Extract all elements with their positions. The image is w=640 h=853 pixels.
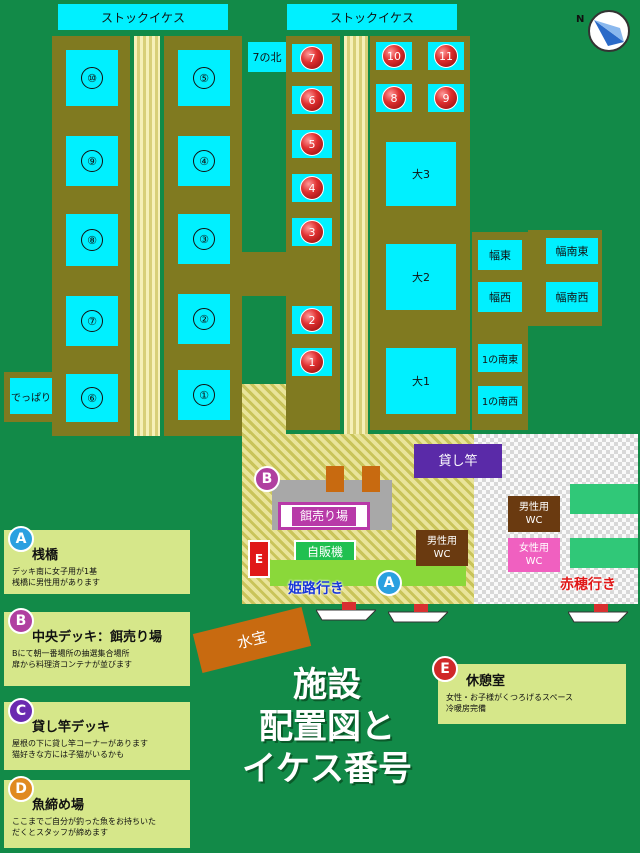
pen-3: ③ — [178, 214, 230, 264]
male-wc: 男性用 WC — [508, 496, 560, 532]
boat-icon — [568, 604, 628, 623]
pen-2: ② — [178, 294, 230, 344]
legend-badge-d: D — [8, 776, 34, 802]
container-2 — [362, 466, 380, 492]
pen-1-nansei: 1の南西 — [478, 386, 522, 414]
pen-7-north: 7の北 — [248, 42, 286, 72]
pen-mid-5: 5 — [292, 130, 332, 158]
pen-right-8: 8 — [376, 84, 412, 112]
walkway-striped-left — [134, 36, 160, 436]
pen-mid-3: 3 — [292, 218, 332, 246]
pen-dai-1: 大1 — [386, 348, 456, 414]
title-line-3: イケス番号 — [242, 749, 412, 789]
legend-badge-b: B — [8, 608, 34, 634]
legend-badge-c: C — [8, 698, 34, 724]
walkway-connector — [240, 252, 288, 296]
green-strip-bottom — [570, 538, 638, 568]
badge-b: B — [254, 466, 280, 492]
north-icon: N — [576, 14, 585, 25]
pen-1-nantou: 1の南東 — [478, 344, 522, 372]
pen-6: ⑥ — [66, 374, 118, 422]
esauriba-booth: 餌売り場 — [278, 502, 370, 530]
title-line-1: 施設 — [293, 665, 361, 705]
pen-1: ① — [178, 370, 230, 420]
pen-8: ⑧ — [66, 214, 118, 266]
dest-himeji: 姫路行き — [288, 581, 344, 597]
pen-dai-2: 大2 — [386, 244, 456, 310]
pen-haba-nantou: 幅南東 — [546, 238, 598, 264]
container-1 — [326, 466, 344, 492]
pen-mid-2: 2 — [292, 306, 332, 334]
legend-e: E 休憩室 女性・お子様がくつろげるスペース冷暖房完備 — [432, 656, 626, 724]
map-title: 施設 配置図と イケス番号 — [212, 664, 442, 790]
pen-right-9: 9 — [428, 84, 464, 112]
legend-badge-e: E — [432, 656, 458, 682]
pen-7: ⑦ — [66, 296, 118, 346]
deck-hatched-corner — [242, 384, 286, 436]
title-line-2: 配置図と — [259, 707, 395, 747]
pen-9: ⑨ — [66, 136, 118, 186]
kashizao-booth: 貸し竿 — [414, 444, 502, 478]
legend-b: B 中央デッキ：餌売り場 Bにて朝一番場所の抽選集合場所扉から料理済コンテナが並… — [4, 608, 190, 686]
pen-mid-4: 4 — [292, 174, 332, 202]
pen-haba-nansei: 幅南西 — [546, 282, 598, 312]
pen-mid-7: 7 — [292, 44, 332, 72]
male-wc-deck: 男性用 WC — [416, 530, 468, 566]
stock-ikesu-left: ストックイケス — [58, 4, 228, 30]
legend-c: C 貸し竿デッキ 屋根の下に貸し竿コーナーがあります猫好きな方には子猫がいるかも — [4, 698, 190, 770]
pen-haba-higashi: 幅東 — [478, 240, 522, 270]
badge-a: A — [376, 570, 402, 596]
pen-deppari: でっぱり — [10, 378, 52, 414]
walkway-striped-mid — [344, 36, 368, 436]
pen-mid-6: 6 — [292, 86, 332, 114]
pen-dai-3: 大3 — [386, 142, 456, 206]
pen-5: ⑤ — [178, 50, 230, 106]
green-strip-top — [570, 484, 638, 514]
legend-a: A 桟橋 デッキ南に女子用が1基桟橋に男性用があります — [4, 526, 190, 594]
pen-mid-1: 1 — [292, 348, 332, 376]
pen-haba-nishi: 幅西 — [478, 282, 522, 312]
boat-icon — [388, 604, 448, 623]
rest-room-e: E — [248, 540, 270, 578]
legend-d: D 魚締め場 ここまでご自分が釣った魚をお持ちいただくとスタッフが締めます — [4, 776, 190, 848]
female-wc: 女性用 WC — [508, 538, 560, 572]
pen-10: ⑩ — [66, 50, 118, 106]
pen-right-11: 11 — [428, 42, 464, 70]
pen-4: ④ — [178, 136, 230, 186]
stock-ikesu-right: ストックイケス — [287, 4, 457, 30]
compass-icon — [588, 10, 630, 52]
boat-icon — [316, 602, 376, 621]
pen-right-10: 10 — [376, 42, 412, 70]
dest-ako: 赤穂行き — [560, 577, 616, 593]
legend-badge-a: A — [8, 526, 34, 552]
